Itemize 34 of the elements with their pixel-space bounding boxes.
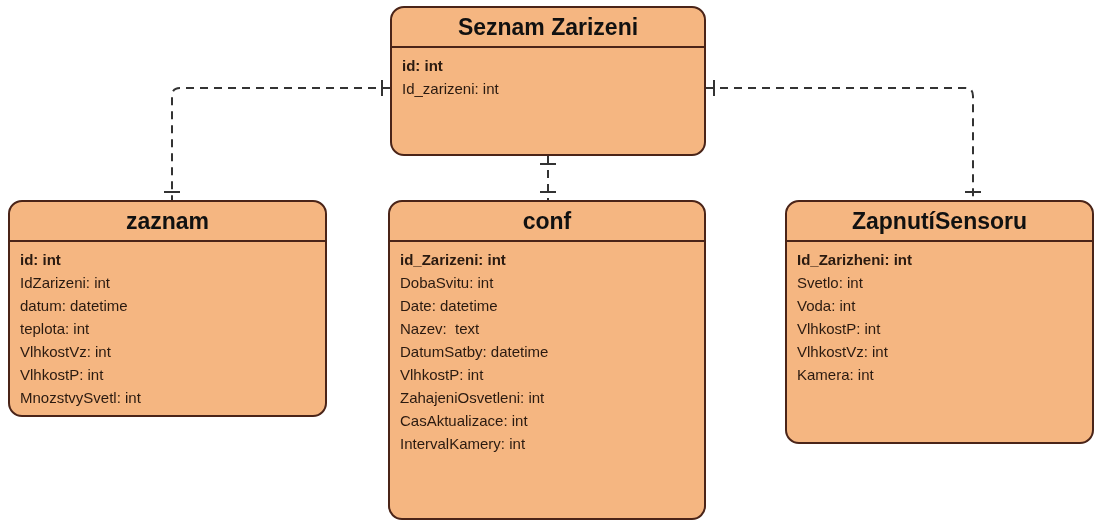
attribute-text: teplota: int <box>20 319 91 339</box>
attribute-text: IdZarizeni: int <box>20 273 112 293</box>
entity-name: zaznam <box>10 202 325 242</box>
attribute-text: DatumSatby: datetime <box>400 342 550 362</box>
attribute-text: Id_Zarizheni: int <box>797 250 913 270</box>
entity-name: ZapnutíSensoru <box>787 202 1092 242</box>
attribute-text: id: int <box>20 250 62 270</box>
entity-name: conf <box>390 202 704 242</box>
attribute-text: CasAktualizace: int <box>400 411 529 431</box>
attribute-text: Date: datetime <box>400 296 499 316</box>
attribute-text: VlhkostP: int <box>20 365 105 385</box>
attribute-text: MnozstvySvetl: int <box>20 388 142 408</box>
entity-table <box>390 6 706 156</box>
attribute-text: DobaSvitu: int <box>400 273 495 293</box>
attribute-text: VlhkostP: int <box>400 365 485 385</box>
entity-table <box>388 200 706 520</box>
relationship-line <box>163 79 391 201</box>
attribute-text: Kamera: int <box>797 365 875 385</box>
entity-name: Seznam Zarizeni <box>392 8 704 48</box>
attribute-text: VlhkostVz: int <box>20 342 112 362</box>
attribute-text: IntervalKamery: int <box>400 434 527 454</box>
entity-table <box>8 200 327 417</box>
attribute-text: VlhkostP: int <box>797 319 882 339</box>
attribute-text: ZahajeniOsvetleni: int <box>400 388 546 408</box>
attribute-text: Nazev: text <box>400 319 481 339</box>
attribute-text: datum: datetime <box>20 296 129 316</box>
attribute-text: id_Zarizeni: int <box>400 250 507 270</box>
attribute-text: VlhkostVz: int <box>797 342 889 362</box>
entity-table <box>785 200 1094 444</box>
attribute-text: id: int <box>402 56 444 76</box>
attribute-text: Id_zarizeni: int <box>402 79 500 99</box>
relationship-line <box>539 155 557 201</box>
attribute-text: Svetlo: int <box>797 273 864 293</box>
attribute-text: Voda: int <box>797 296 857 316</box>
